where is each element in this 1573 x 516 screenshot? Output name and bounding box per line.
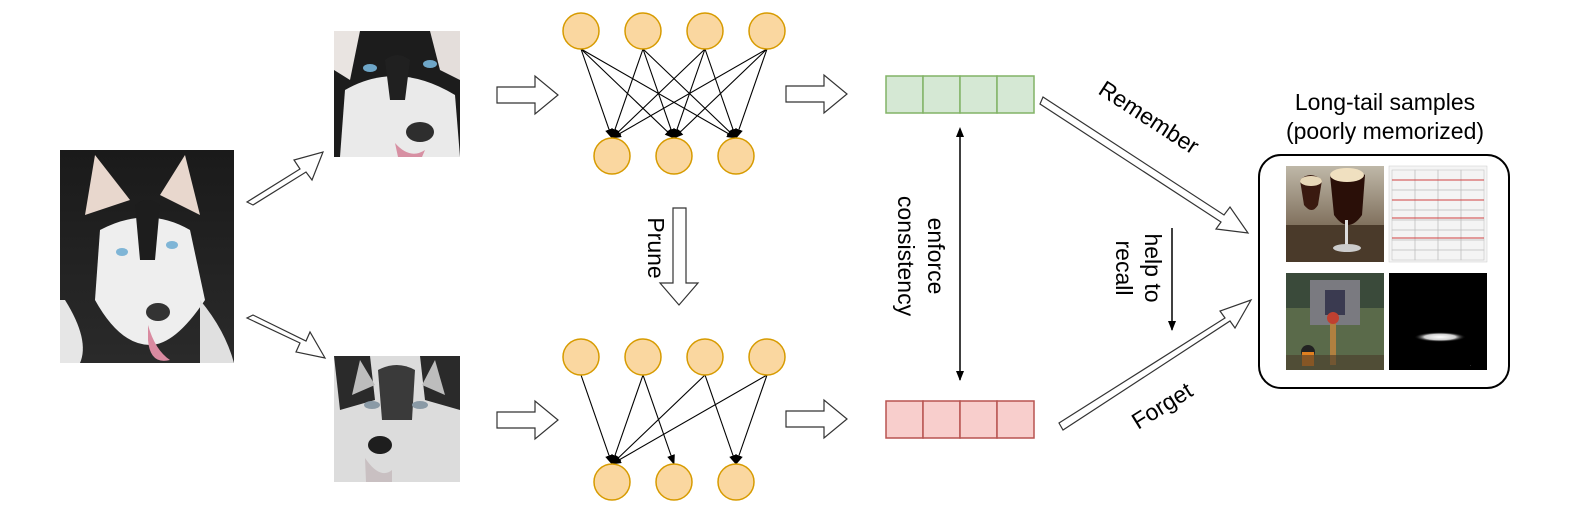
pruned-connection-4 [611, 374, 706, 465]
augment-arrow-top [245, 151, 324, 206]
augment-arrow-bottom [245, 314, 327, 359]
remember-arrow [1039, 96, 1250, 234]
pruned-neuron-input-4 [748, 338, 786, 376]
dense-connection-11 [673, 48, 768, 139]
pruned-connection-6 [611, 374, 768, 465]
arrow-crop-to-net-top [496, 74, 559, 116]
pruned-connection-1 [580, 374, 613, 465]
enforce-label-line2: consistency [893, 196, 919, 317]
beer-glasses-photo [1286, 166, 1384, 262]
prune-arrow [658, 207, 700, 306]
neuron-output-3 [717, 137, 755, 175]
pruned-neuron-output-1 [593, 463, 631, 501]
dense-connection-7 [611, 48, 706, 139]
dense-connection-1 [580, 48, 613, 139]
dense-network-connections [580, 48, 768, 139]
longtail-title-line2: (poorly memorized) [1286, 118, 1484, 144]
pruned-neuron-input-1 [562, 338, 600, 376]
arrow-crop-to-net-bottom [496, 399, 559, 441]
pruned-neuron-output-3 [717, 463, 755, 501]
husky-crop-color [334, 31, 460, 157]
neuron-input-2 [624, 12, 662, 50]
arrow-net-to-embed-bottom [785, 398, 848, 440]
neuron-input-3 [686, 12, 724, 50]
dense-connection-10 [611, 48, 768, 139]
embedding-dense [885, 75, 1035, 114]
forget-label: Forget [1127, 377, 1198, 435]
pruned-connection-5 [704, 374, 737, 465]
husky-crop-grayscale [334, 356, 460, 482]
pruned-connection-7 [735, 374, 768, 465]
help-label-line2: recall [1111, 241, 1137, 296]
neuron-output-2 [655, 137, 693, 175]
embedding-pruned [885, 400, 1035, 439]
longtail-title-line1: Long-tail samples [1295, 89, 1475, 115]
pruned-network [562, 338, 786, 501]
pruned-network-connections [580, 374, 768, 465]
dense-connection-4 [611, 48, 644, 139]
dense-network [562, 12, 786, 175]
enforce-label-line1: enforce [923, 218, 949, 295]
forget-arrow [1058, 298, 1253, 431]
svg-text:.: . [1470, 362, 1471, 368]
dense-connection-12 [735, 48, 768, 139]
dark-spotlight-image: . [1389, 273, 1487, 370]
husky-photo [60, 150, 234, 363]
table-document-image [1388, 165, 1488, 263]
neuron-input-4 [748, 12, 786, 50]
prune-label: Prune [643, 217, 669, 278]
pruned-neuron-input-3 [686, 338, 724, 376]
pruned-neuron-output-2 [655, 463, 693, 501]
game-scene-image [1286, 273, 1384, 370]
pruned-neuron-input-2 [624, 338, 662, 376]
pruned-connection-2 [611, 374, 644, 465]
arrow-net-to-embed-top [785, 73, 848, 115]
neuron-input-1 [562, 12, 600, 50]
neuron-output-1 [593, 137, 631, 175]
help-label-line1: help to [1140, 233, 1166, 302]
